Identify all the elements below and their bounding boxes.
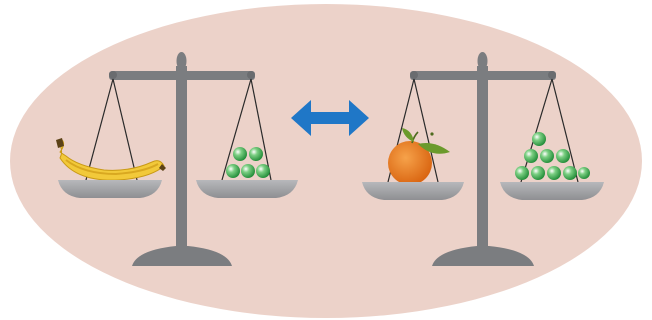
scale-pillar [176,66,187,248]
green-candy-icon [515,166,529,180]
green-candy-icon [547,166,561,180]
green-candy-icon [233,147,247,161]
green-candy-icon [563,166,577,180]
scale-pan-right [500,182,604,200]
scale-beam [109,71,255,80]
green-candy-icon [241,164,255,178]
green-candy-icon [578,167,590,179]
scale-knob [478,52,488,70]
green-candy-icon [540,149,554,163]
green-candy-icon [256,164,270,178]
green-candy-icon [226,164,240,178]
scale-pillar [477,66,488,248]
green-candy-icon [249,147,263,161]
scale-beam [410,71,556,80]
scale-knob [177,52,187,70]
scale-pan-left [362,182,464,200]
scale-pan-right [196,180,298,198]
green-candy-icon [524,149,538,163]
green-candy-icon [531,166,545,180]
green-candy-icon [556,149,570,163]
green-candy-icon [532,132,546,146]
scale-pan-left [58,180,162,198]
